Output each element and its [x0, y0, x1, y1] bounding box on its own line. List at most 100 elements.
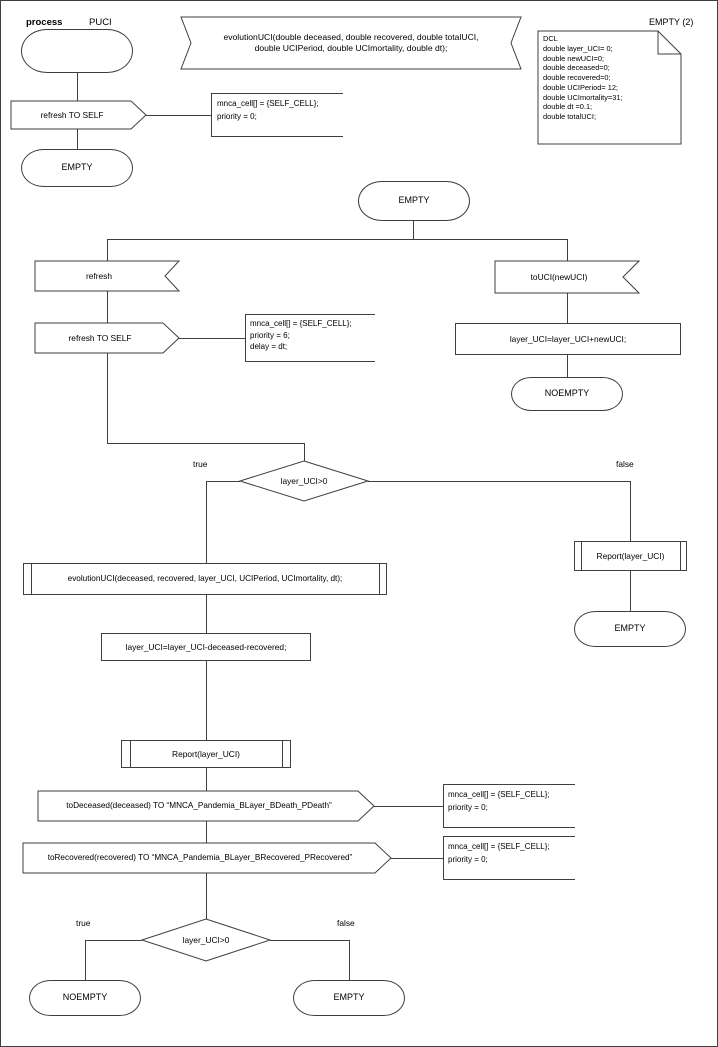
call-report-main-bar-left — [130, 740, 131, 768]
comment-connector-recovered — [391, 858, 443, 859]
output-refresh-to-self-top-shape — [10, 100, 147, 130]
connector-start-to-output — [77, 73, 78, 101]
dcl-line-5: double UCImortality=31; — [543, 92, 623, 102]
connector-to-decision-top-bus — [107, 443, 304, 444]
connector-report-right-to-empty — [630, 571, 631, 611]
comment-box-deceased-text: mnca_cell[] = {SELF_CELL}; priority = 0; — [448, 790, 550, 812]
output-todeceased-shape — [37, 790, 375, 822]
state-empty-bottom-label: EMPTY — [333, 992, 365, 1003]
connector-refresh-self-down — [107, 353, 108, 443]
comment-box-recovered — [443, 836, 575, 880]
state-empty-right-shape — [574, 611, 686, 647]
state-noempty-right-shape — [511, 377, 623, 411]
connector-decision-bottom-false — [270, 940, 349, 941]
connector-task-sub-to-report — [206, 661, 207, 740]
output-torecovered-shape — [22, 842, 392, 874]
connector-report-main-to-deceased — [206, 768, 207, 791]
call-evolutionuci-bar-left — [31, 563, 32, 595]
dcl-line-6: double dt =0.1; — [543, 102, 593, 112]
process-name-label: PUCI — [89, 17, 112, 28]
connector-task-to-noempty — [567, 355, 568, 377]
procedure-declaration-text: evolutionUCI(double deceased, double rec… — [191, 17, 511, 69]
connector-decision-bottom-false-down — [349, 940, 350, 980]
procedure-decl-line1: evolutionUCI(double deceased, double rec… — [223, 32, 479, 43]
decision-top-shape — [238, 460, 370, 502]
comment-connector-main-refresh — [179, 338, 245, 339]
input-touci-shape — [494, 260, 641, 294]
connector-evolutionuci-to-task — [206, 595, 207, 633]
call-report-right-label: Report(layer_UCI) — [596, 550, 665, 561]
output-refresh-to-self-main-label: refresh TO SELF — [68, 332, 132, 343]
call-evolutionuci-shape — [23, 563, 387, 595]
dcl-line-1: double newUCI=0; — [543, 53, 605, 63]
connector-empty-main-down — [413, 221, 414, 239]
decision-top-true-label: true — [193, 459, 208, 469]
decision-bottom-shape — [140, 918, 272, 962]
state-noempty-right-label: NOEMPTY — [544, 388, 590, 399]
connector-decision-top-false-down — [630, 481, 631, 541]
procedure-decl-line2: double UCIPeriod, double UCImortality, d… — [254, 43, 448, 53]
connector-decision-bottom-true-down — [85, 940, 86, 980]
connector-decision-top-false — [368, 481, 630, 482]
decision-bottom-label: layer_UCI>0 — [182, 934, 230, 945]
task-layer-add-shape — [455, 323, 681, 355]
dcl-line-3: double recovered=0; — [543, 73, 611, 83]
call-report-main-label: Report(layer_UCI) — [172, 748, 240, 759]
start-state-label — [21, 29, 133, 73]
input-refresh-shape — [34, 260, 181, 292]
connector-decision-top-stem — [304, 443, 305, 461]
state-noempty-bottom-label: NOEMPTY — [62, 992, 108, 1003]
state-noempty-bottom-shape — [29, 980, 141, 1016]
connector-decision-top-true — [206, 481, 240, 482]
connector-split-bus — [107, 239, 567, 240]
page-label: EMPTY (2) — [649, 17, 694, 27]
connector-recovered-to-decision — [206, 873, 207, 919]
task-layer-sub-label: layer_UCI=layer_UCI-deceased-recovered; — [125, 641, 287, 652]
decision-bottom-true-label: true — [76, 918, 91, 928]
call-report-main-shape — [121, 740, 291, 768]
comment-box-main-refresh-text: mnca_cell[] = {SELF_CELL}; priority = 6;… — [250, 319, 352, 352]
connector-output-to-empty-top — [77, 129, 78, 149]
connector-refresh-to-output — [107, 291, 108, 323]
call-report-main-bar-right — [282, 740, 283, 768]
output-refresh-to-self-top-label: refresh TO SELF — [40, 109, 104, 120]
dcl-line-2: double deceased=0; — [543, 63, 610, 73]
connector-touci-to-task — [567, 293, 568, 323]
call-evolutionuci-bar-right — [379, 563, 380, 595]
state-empty-right-label: EMPTY — [614, 623, 646, 634]
state-empty-main-label: EMPTY — [398, 195, 430, 206]
output-refresh-to-self-main-shape — [34, 322, 180, 354]
state-empty-main-shape — [358, 181, 470, 221]
connector-deceased-to-recovered — [206, 821, 207, 843]
start-state-shape — [21, 29, 133, 73]
procedure-declaration-shape — [180, 16, 522, 70]
connector-bus-to-refresh — [107, 239, 108, 261]
process-keyword-label: process — [26, 17, 63, 28]
state-empty-top-shape — [21, 149, 133, 187]
call-report-right-bar-right — [680, 541, 681, 571]
state-empty-top-label: EMPTY — [61, 162, 93, 173]
comment-box-top — [211, 93, 343, 137]
call-report-right-shape — [574, 541, 687, 571]
connector-bus-to-touci — [567, 239, 568, 261]
decision-top-label: layer_UCI>0 — [280, 475, 328, 486]
task-layer-sub-shape — [101, 633, 311, 661]
dcl-line-0: double layer_UCI= 0; — [543, 43, 613, 53]
declaration-note-text: DCL double layer_UCI= 0; double newUCI=0… — [543, 34, 673, 122]
call-report-right-bar-left — [581, 541, 582, 571]
input-refresh-label: refresh — [85, 270, 113, 281]
connector-decision-bottom-true — [85, 940, 142, 941]
comment-box-recovered-text: mnca_cell[] = {SELF_CELL}; priority = 0; — [448, 842, 550, 864]
decision-top-false-label: false — [616, 459, 634, 469]
dcl-line-4: double UCIPeriod= 12; — [543, 82, 618, 92]
dcl-title: DCL — [543, 34, 558, 43]
comment-connector-top — [146, 115, 211, 116]
comment-box-top-text: mnca_cell[] = {SELF_CELL}; priority = 0; — [217, 99, 319, 121]
state-empty-bottom-shape — [293, 980, 405, 1016]
task-layer-add-label: layer_UCI=layer_UCI+newUCI; — [509, 333, 627, 344]
comment-box-deceased — [443, 784, 575, 828]
comment-box-main-refresh — [245, 314, 375, 362]
comment-connector-deceased — [374, 806, 443, 807]
decision-bottom-false-label: false — [337, 918, 355, 928]
